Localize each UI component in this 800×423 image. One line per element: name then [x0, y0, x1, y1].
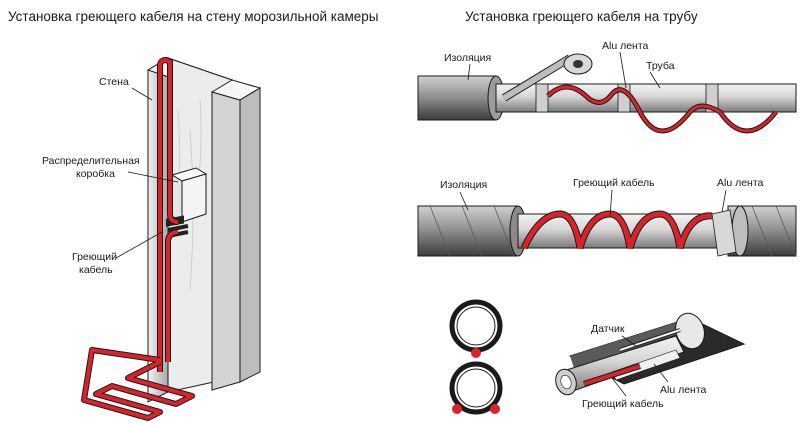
pipe-diagram-middle [417, 189, 797, 257]
title-wall-installation: Установка греющего кабеля на стену мороз… [8, 9, 379, 24]
label-wall-cable-line1: Греющий [72, 251, 118, 263]
label-pipe1-insulation: Изоляция [444, 52, 492, 64]
leader-wall-cable [115, 231, 163, 259]
label-junction-box-line1: Распределительная [42, 155, 140, 167]
title-pipe-installation: Установка греющего кабеля на трубу [465, 9, 698, 24]
freezer-wall-illustration [81, 56, 262, 421]
wall-heating-cable [81, 56, 195, 421]
label-pipe2-heating-cable: Греющий кабель [573, 177, 655, 189]
label-pipe3-heating-cable: Греющий кабель [582, 398, 664, 410]
cross-section-double [449, 361, 503, 415]
label-pipe2-insulation: Изоляция [440, 179, 488, 191]
leader-junction-box [127, 171, 179, 183]
label-junction-box-line2: коробка [76, 168, 115, 180]
cross-section-single [449, 299, 503, 358]
pipe-diagram-sensor [555, 312, 746, 397]
label-pipe1-alu-tape: Alu лента [602, 40, 649, 52]
label-pipe2-alu-tape: Alu лента [717, 177, 764, 189]
leader-wall [131, 87, 153, 101]
label-pipe3-alu-tape: Alu лента [660, 384, 707, 396]
alu-tape-roll [501, 53, 593, 102]
pipe-diagram-top [417, 51, 797, 134]
label-wall: Стена [99, 76, 129, 88]
label-pipe3-sensor: Датчик [591, 323, 625, 335]
label-wall-cable-line2: кабель [79, 264, 113, 276]
label-pipe1-pipe: Труба [646, 60, 675, 72]
